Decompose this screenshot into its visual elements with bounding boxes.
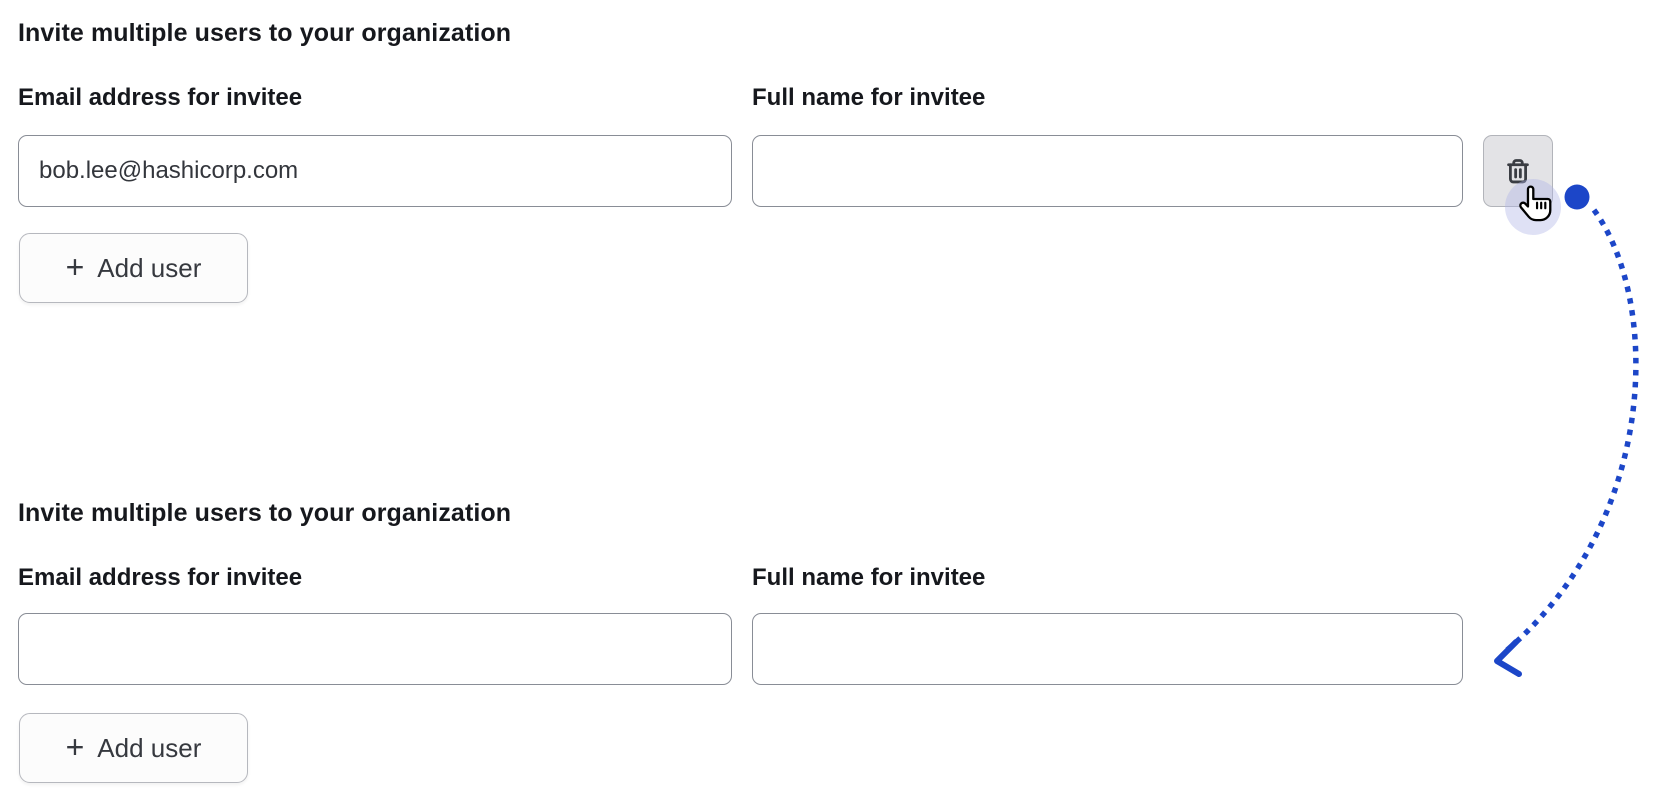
arrowhead [1494, 639, 1522, 677]
add-user-button-label: Add user [97, 732, 202, 763]
trash-icon [1503, 156, 1533, 186]
email-label: Email address for invitee [18, 84, 303, 111]
full-name-input[interactable] [752, 135, 1463, 207]
blue-click-dot [1564, 184, 1590, 210]
add-user-button[interactable]: + Add user [19, 713, 248, 783]
add-user-button[interactable]: + Add user [19, 233, 248, 303]
full-name-input[interactable] [752, 613, 1463, 685]
add-user-button-label: Add user [97, 252, 202, 283]
full-name-label: Full name for invitee [752, 564, 986, 591]
plus-icon: + [65, 728, 85, 765]
email-label: Email address for invitee [18, 564, 303, 591]
email-input[interactable] [18, 613, 732, 685]
delete-row-button[interactable] [1483, 135, 1553, 207]
full-name-label: Full name for invitee [752, 84, 986, 111]
email-input[interactable] [18, 135, 732, 207]
section-heading: Invite multiple users to your organizati… [18, 19, 512, 47]
section-heading: Invite multiple users to your organizati… [18, 499, 512, 527]
dotted-curved-arrow [1504, 208, 1639, 654]
plus-icon: + [65, 248, 85, 285]
